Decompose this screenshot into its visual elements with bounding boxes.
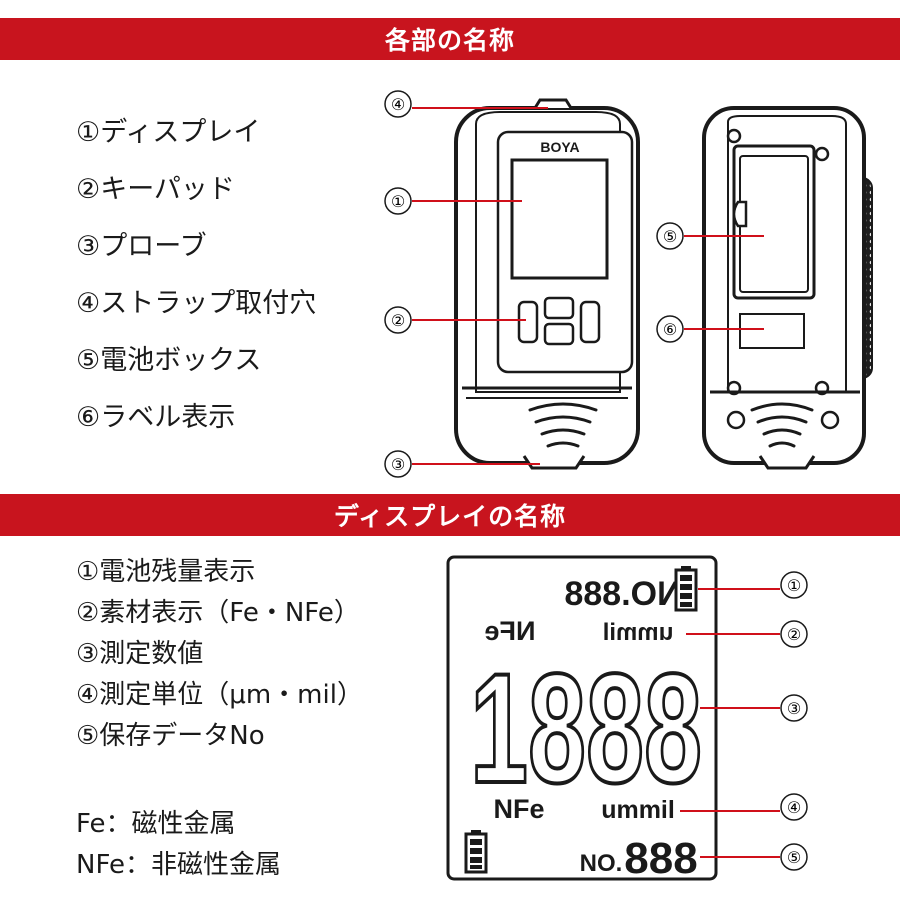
parts-item-battery-box: ⑤電池ボックス	[76, 345, 262, 376]
device-back	[702, 106, 873, 470]
callout-lcd-material: ②	[787, 627, 801, 644]
lcd-mirror-unit: ummil	[603, 619, 674, 646]
parts-item-probe: ③プローブ	[76, 231, 207, 262]
key-left	[517, 300, 539, 344]
parts-item-strap-hole: ④ストラップ取付穴	[76, 288, 317, 319]
front-screen	[510, 158, 609, 280]
section-title-display: ディスプレイの名称	[333, 502, 567, 531]
callout-battery-box: ⑤	[663, 229, 677, 246]
lcd-no-label: NO.	[580, 850, 623, 877]
lcd-big-digits: 1888	[470, 642, 702, 816]
callout-probe: ③	[391, 457, 405, 474]
device-front: BOYA	[454, 98, 640, 470]
lcd-battery-icon-bottom	[464, 830, 488, 874]
lcd-mirror-no: NO.888	[564, 575, 681, 613]
speaker-back	[750, 402, 814, 448]
key-right	[579, 300, 601, 344]
lcd-unit: ummil	[601, 796, 675, 824]
brand-logo: BOYA	[540, 139, 579, 155]
lcd-material: NFe	[493, 794, 544, 824]
parts-list: ①ディスプレイ ②キーパッド ③プローブ ④ストラップ取付穴 ⑤電池ボックス ⑥…	[76, 104, 316, 446]
display-item-data-no: ⑤保存データNo	[76, 721, 265, 751]
callout-label: ⑥	[663, 322, 677, 339]
display-item-battery: ①電池残量表示	[76, 557, 256, 587]
callouts-parts: ④ ① ② ③ ⑤ ⑥	[384, 90, 764, 478]
lcd-frame	[446, 555, 718, 881]
label-area	[739, 313, 805, 349]
display-item-material: ②素材表示（Fe・NFe）	[76, 598, 360, 628]
section-banner-display: ディスプレイの名称	[0, 494, 900, 536]
section-banner-parts: 各部の名称	[0, 18, 900, 60]
callout-lcd-unit: ④	[787, 800, 801, 817]
callout-keypad: ②	[391, 313, 405, 330]
callout-lcd-data-no: ⑤	[787, 850, 801, 867]
display-list: ①電池残量表示 ②素材表示（Fe・NFe） ③測定数値 ④測定単位（μm・mil…	[76, 552, 363, 757]
parts-item-keypad: ②キーパッド	[76, 174, 235, 205]
lcd-mirror-material: NFe	[484, 616, 535, 646]
lcd-no-digits: 888	[624, 834, 697, 883]
key-down	[543, 322, 575, 346]
parts-item-display: ①ディスプレイ	[76, 117, 261, 148]
section-title-parts: 各部の名称	[384, 26, 515, 55]
key-up	[543, 296, 575, 320]
callout-display: ①	[391, 194, 405, 211]
callouts-display: ① ② ③ ④ ⑤	[680, 571, 808, 871]
keypad	[517, 296, 601, 346]
note-fe: Fe：磁性金属	[76, 809, 236, 839]
parts-item-label: ⑥ラベル表示	[76, 402, 236, 433]
callout-lcd-battery: ①	[787, 578, 801, 595]
lcd-battery-icon-top	[674, 566, 698, 612]
callout-lcd-value: ③	[787, 701, 801, 718]
display-item-unit: ④測定単位（μm・mil）	[76, 680, 363, 710]
callout-strap-hole: ④	[391, 97, 405, 114]
speaker-front	[528, 402, 598, 448]
display-item-value: ③測定数値	[76, 639, 204, 669]
note-nfe: NFe：非磁性金属	[76, 850, 281, 880]
